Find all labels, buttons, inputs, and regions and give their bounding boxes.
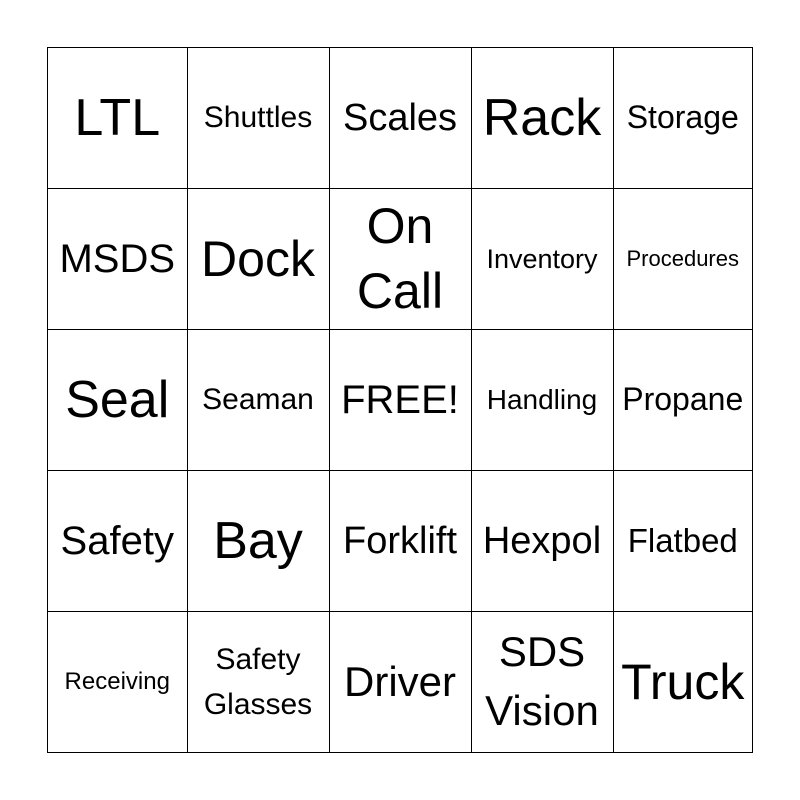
bingo-cell[interactable]: Rack (471, 48, 614, 189)
bingo-cell[interactable]: Shuttles (187, 48, 330, 189)
bingo-cell[interactable]: Propane (613, 330, 753, 471)
bingo-cell[interactable]: Seaman (187, 330, 330, 471)
bingo-cell[interactable]: Inventory (471, 189, 614, 330)
bingo-cell[interactable]: Safety Glasses (187, 612, 330, 753)
bingo-cell[interactable]: Seal (48, 330, 188, 471)
bingo-cell[interactable]: Forklift (329, 471, 472, 612)
bingo-cell[interactable]: LTL (48, 48, 188, 189)
bingo-cell[interactable]: Storage (613, 48, 753, 189)
bingo-cell[interactable]: Handling (471, 330, 614, 471)
bingo-cell[interactable]: SDS Vision (471, 612, 614, 753)
bingo-cell[interactable]: Scales (329, 48, 472, 189)
bingo-cell[interactable]: Truck (613, 612, 753, 753)
bingo-cell[interactable]: Safety (48, 471, 188, 612)
bingo-cell[interactable]: Dock (187, 189, 330, 330)
bingo-cell[interactable]: On Call (329, 189, 472, 330)
bingo-cell[interactable]: MSDS (48, 189, 188, 330)
bingo-cell[interactable]: Bay (187, 471, 330, 612)
bingo-cell[interactable]: Receiving (48, 612, 188, 753)
free-space-cell[interactable]: FREE! (329, 330, 472, 471)
bingo-grid: LTL Shuttles Scales Rack Storage MSDS Do… (47, 47, 753, 753)
bingo-cell[interactable]: Procedures (613, 189, 753, 330)
bingo-cell[interactable]: Driver (329, 612, 472, 753)
bingo-cell[interactable]: Flatbed (613, 471, 753, 612)
bingo-cell[interactable]: Hexpol (471, 471, 614, 612)
